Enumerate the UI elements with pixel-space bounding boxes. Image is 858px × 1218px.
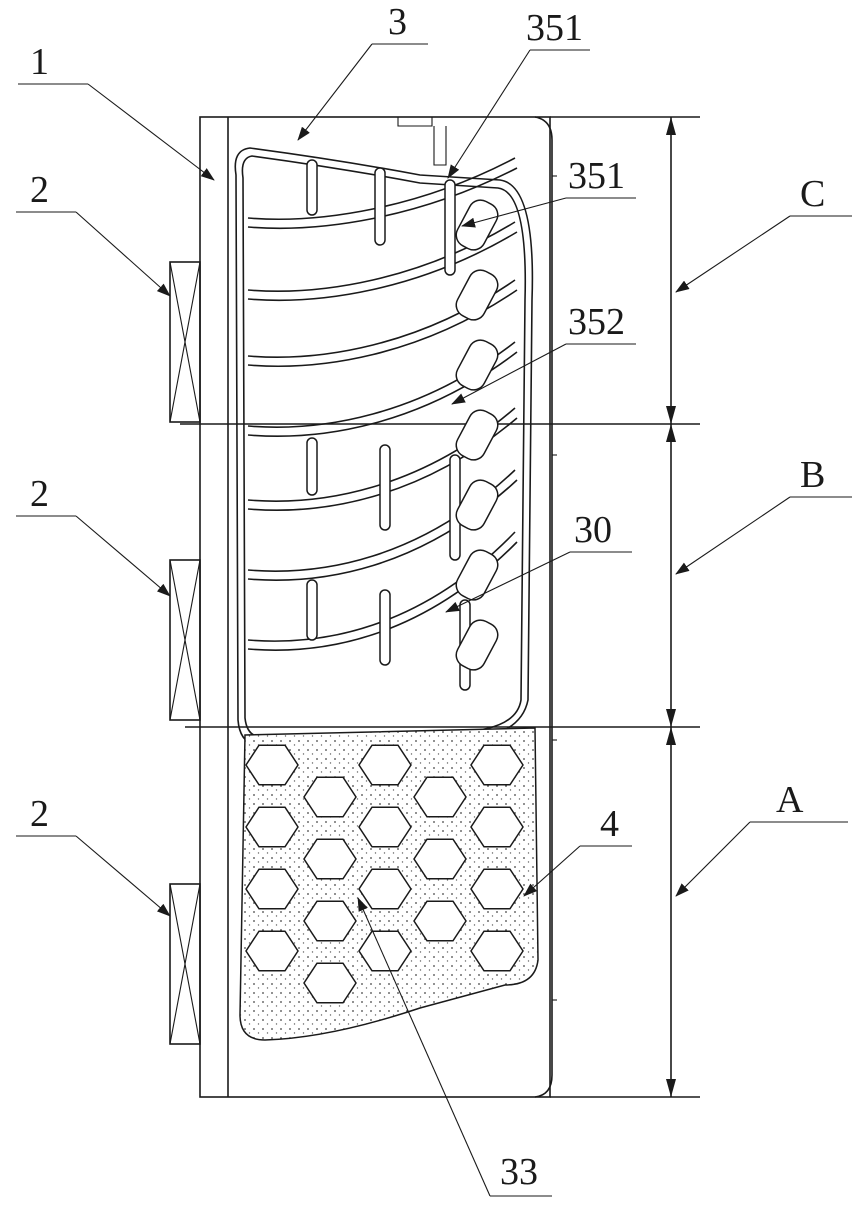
channel-fin (306, 159, 318, 216)
channel-panel (234, 147, 534, 746)
hex-cell (303, 838, 357, 880)
label-panel: 3 (388, 1, 407, 43)
heater-box-1 (169, 261, 201, 423)
hex-cell (358, 806, 412, 848)
heater-box-2 (169, 559, 201, 721)
rib-curve (247, 231, 518, 302)
label-rib-low: 352 (568, 301, 625, 343)
slanted-cell (455, 479, 499, 531)
hex-cell (470, 744, 524, 786)
label-heater-2: 2 (30, 473, 49, 515)
channel-fin (379, 444, 391, 531)
label-hex-cell: 33 (500, 1151, 538, 1193)
label-zone-c: C (800, 173, 825, 215)
hex-cell (358, 930, 412, 972)
hex-cell (470, 868, 524, 910)
label-flow-channel: 30 (574, 509, 612, 551)
hex-cell (245, 930, 299, 972)
channel-fin (306, 437, 318, 496)
rib-curve (247, 157, 516, 220)
hex-cell (358, 744, 412, 786)
label-coating: 4 (600, 803, 619, 845)
hex-cell (413, 900, 467, 942)
zone-dividers (180, 116, 700, 1098)
channel-fin (374, 167, 386, 246)
hex-cell (413, 838, 467, 880)
slanted-cell (455, 339, 499, 391)
label-heater-3: 2 (30, 793, 49, 835)
slanted-cell (455, 409, 499, 461)
hex-cell (303, 900, 357, 942)
slanted-cell (455, 619, 499, 671)
hex-cell (303, 776, 357, 818)
hex-cell (245, 868, 299, 910)
label-rib-mid: 351 (568, 155, 625, 197)
hex-cells (245, 744, 524, 1004)
hex-cell (358, 868, 412, 910)
label-zone-a: A (776, 779, 804, 821)
heater-box-3 (169, 883, 201, 1045)
hex-cell (245, 744, 299, 786)
hex-cell (470, 930, 524, 972)
label-heater-1: 2 (30, 169, 49, 211)
label-frame: 1 (30, 41, 49, 83)
rib-curve (247, 167, 518, 230)
slanted-cell (455, 549, 499, 601)
channel-fins (306, 159, 499, 691)
hex-cell (245, 806, 299, 848)
slanted-cell (455, 269, 499, 321)
channel-fin (306, 579, 318, 641)
label-zone-b: B (800, 454, 825, 496)
leader-lines (16, 43, 852, 1197)
channel-fin (444, 179, 456, 276)
flow-ribs (247, 157, 518, 651)
hex-cell (470, 806, 524, 848)
channel-fin (379, 589, 391, 666)
label-rib-top: 351 (526, 7, 583, 49)
dimension-line (666, 117, 676, 1097)
hex-cell (413, 776, 467, 818)
hex-cell (303, 962, 357, 1004)
